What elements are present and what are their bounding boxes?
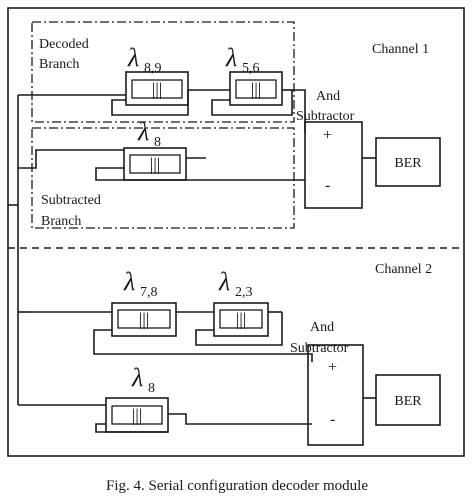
ch2-ber-box: [375, 374, 441, 426]
decoded-branch-box: [31, 21, 295, 123]
ch1-subtractor-label-line1: And: [316, 89, 340, 104]
input-trunk: [8, 95, 19, 405]
label-lambda-8-9: λ 8,9: [127, 43, 162, 76]
ch2-ber-label: BER: [394, 394, 422, 409]
ch2-grating-8: |||: [132, 405, 143, 425]
channel2-label: Channel 2: [375, 262, 432, 277]
svg-text:λ: λ: [137, 117, 149, 146]
ch1-grating-8: |||: [150, 154, 161, 174]
svg-text:7,8: 7,8: [140, 285, 158, 300]
label-lambda-5-6: λ 5,6: [225, 43, 260, 76]
ch2-minus-sign: -: [330, 411, 335, 428]
svg-text:8: 8: [148, 381, 155, 396]
svg-text:λ: λ: [123, 267, 135, 296]
decoded-branch-label-line1: Decoded: [39, 37, 89, 52]
ch2-subtracted-wiring: [18, 404, 312, 433]
label-lambda-2-3: λ 2,3: [218, 267, 253, 300]
ch1-ber-box: [375, 137, 441, 187]
outer-frame: [7, 7, 465, 457]
ch1-subtractor-box: [304, 121, 363, 209]
ch1-grating-8-9: |||: [152, 79, 163, 99]
ch2-grating-7-8: |||: [139, 309, 150, 329]
ch1-filter-lambda-5-6: [229, 71, 283, 106]
label-ch1-lambda-8: λ 8: [137, 117, 161, 150]
svg-text:λ: λ: [131, 363, 143, 392]
ch1-filter-lambda-8: [123, 147, 187, 181]
ch2-filter-lambda-8: [105, 397, 169, 433]
ch2-filter-lambda-2-3: [213, 302, 269, 337]
ch2-subtractor-label-line1: And: [310, 320, 334, 335]
decoded-branch-label-line2: Branch: [39, 57, 79, 72]
svg-text:8,9: 8,9: [144, 61, 162, 76]
svg-text:8: 8: [154, 135, 161, 150]
ch1-ber-label: BER: [394, 156, 422, 171]
ch1-subtractor-label-line2: Subtractor: [296, 109, 355, 124]
ch2-plus-sign: +: [328, 359, 337, 376]
ch2-subtractor-label-line2: Subtractor: [290, 341, 349, 356]
ch2-subtractor-box: [307, 344, 364, 446]
ch1-grating-5-6: |||: [251, 79, 262, 99]
ch1-subtracted-wiring: [18, 149, 305, 181]
ch2-grating-2-3: |||: [236, 309, 247, 329]
label-lambda-7-8: λ 7,8: [123, 267, 158, 300]
ch2-filter-lambda-7-8: [111, 302, 177, 337]
channel1-label: Channel 1: [372, 42, 429, 57]
label-ch2-lambda-8: λ 8: [131, 363, 155, 396]
ch1-minus-sign: -: [325, 177, 330, 194]
svg-text:5,6: 5,6: [242, 61, 260, 76]
subtracted-branch-label-line2: Branch: [41, 214, 81, 229]
ch1-decoded-wiring: [18, 89, 306, 133]
subtracted-branch-box: [31, 127, 295, 229]
figure-caption: Fig. 4. Serial configuration decoder mod…: [106, 478, 368, 494]
svg-text:2,3: 2,3: [235, 285, 253, 300]
ch1-plus-sign: +: [323, 127, 332, 144]
svg-text:λ: λ: [225, 43, 237, 72]
subtracted-branch-label-line1: Subtracted: [41, 193, 101, 208]
svg-text:λ: λ: [127, 43, 139, 72]
ch1-filter-lambda-8-9: [125, 71, 189, 106]
svg-text:λ: λ: [218, 267, 230, 296]
ch2-decoded-wiring: [18, 311, 313, 362]
